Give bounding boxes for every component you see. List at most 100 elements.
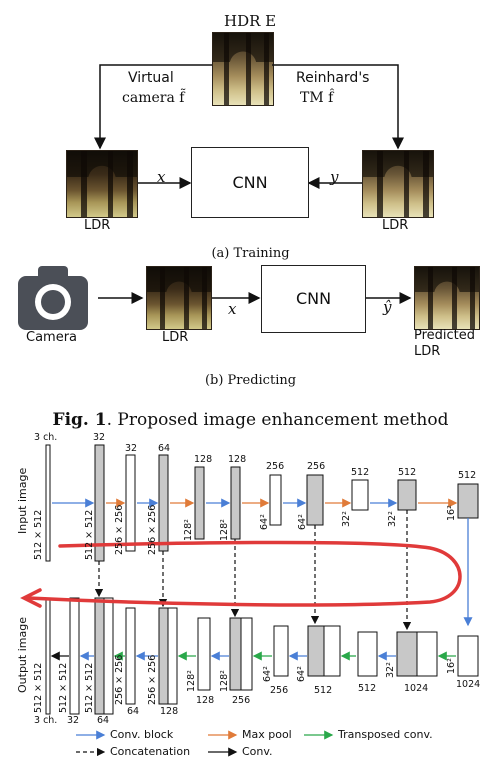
dec-block-8b xyxy=(323,625,341,677)
enc-top-label: 32 xyxy=(125,443,138,454)
enc-block-10 xyxy=(457,483,479,519)
x-label-predicting: x xyxy=(228,300,237,318)
dec-bottom-label: 128 xyxy=(160,706,179,717)
dec-bottom-label: 3 ch. xyxy=(34,715,58,726)
enc-side-label: 64² xyxy=(297,514,308,530)
predicted-ldr-image xyxy=(414,266,480,330)
red-annotation xyxy=(26,540,462,607)
ldr-label-predicting: LDR xyxy=(162,330,189,345)
camera-icon xyxy=(18,266,88,330)
figure-number: Fig. 1 xyxy=(52,410,107,430)
figure-title-text: . Proposed image enhancement method xyxy=(106,410,449,430)
enc-top-label: 256 xyxy=(307,461,326,472)
legend-transposed-conv: Transposed conv. xyxy=(338,728,433,741)
dec-bottom-label: 1024 xyxy=(404,683,429,694)
virtual-camera-label: Virtual camera f̃ xyxy=(122,70,185,106)
dec-block-7 xyxy=(273,625,289,677)
dec-side-label: 64² xyxy=(262,666,273,682)
dec-side-label: 256 × 256 xyxy=(114,654,125,705)
enc-top-label: 512 xyxy=(351,467,370,478)
red-annotation-arrowhead xyxy=(20,588,42,608)
dec-side-label: 128² xyxy=(219,670,230,692)
enc-top-label: 128 xyxy=(228,454,247,465)
dec-bottom-label: 32 xyxy=(67,715,80,726)
output-image-label: Output image xyxy=(16,617,29,693)
ldr-right-label: LDR xyxy=(382,218,409,233)
dec-bottom-label: 512 xyxy=(358,683,377,694)
legend-max-pool: Max pool xyxy=(242,728,292,741)
dec-side-label: 64² xyxy=(296,666,307,682)
legend-conv: Conv. xyxy=(242,745,273,758)
enc-side-label: 64² xyxy=(259,514,270,530)
enc-block-7 xyxy=(306,474,324,526)
enc-side-label: 256 × 256 xyxy=(147,504,158,555)
enc-side-label: 16² xyxy=(446,505,457,521)
enc-top-label: 3 ch. xyxy=(34,432,58,443)
camera-label: Camera xyxy=(26,330,78,345)
enc-side-label: 32² xyxy=(387,511,398,527)
dec-block-2b xyxy=(103,597,114,715)
caption-training: (a) Training xyxy=(211,246,290,261)
enc-side-label: 512 × 512 xyxy=(33,509,44,560)
enc-side-label: 128² xyxy=(183,519,194,541)
dec-side-label: 512 × 512 xyxy=(58,662,69,713)
x-label-training: x xyxy=(157,168,166,186)
enc-block-8 xyxy=(351,479,369,511)
dec-side-label: 512 × 512 xyxy=(84,662,95,713)
dec-block-6b xyxy=(240,617,253,691)
training-arrows xyxy=(94,64,404,189)
figure-title: Fig. 1. Proposed image enhancement metho… xyxy=(0,410,501,430)
dec-block-11 xyxy=(457,635,479,677)
enc-input-block xyxy=(45,444,51,562)
dec-side-label: 16² xyxy=(446,658,457,674)
dec-block-4b xyxy=(167,607,178,705)
enc-block-2 xyxy=(125,454,136,552)
enc-block-9 xyxy=(397,479,417,511)
dec-block-8a xyxy=(307,625,325,677)
enc-block-3 xyxy=(158,454,169,552)
caption-predicting: (b) Predicting xyxy=(204,373,297,388)
dec-block-4a xyxy=(158,607,169,705)
enc-side-label: 256 × 256 xyxy=(114,504,125,555)
cnn-label-predicting: CNN xyxy=(295,289,332,308)
dec-block-2a xyxy=(94,597,105,715)
dec-block-9 xyxy=(357,631,378,677)
enc-block-5 xyxy=(230,466,241,540)
ldr-image-predicting xyxy=(146,266,212,330)
legend-conv-block: Conv. block xyxy=(110,728,174,741)
dec-bottom-label: 128 xyxy=(196,695,215,706)
dec-output-block xyxy=(45,597,51,715)
ldr-image-right xyxy=(362,150,434,218)
dec-block-3 xyxy=(125,607,136,705)
dec-block-10a xyxy=(396,631,418,677)
dec-block-1 xyxy=(69,597,80,715)
reinhard-label: Reinhard's TM f̂ xyxy=(296,70,370,106)
ldr-left-label: LDR xyxy=(84,218,111,233)
enc-top-label: 128 xyxy=(194,454,213,465)
enc-block-4 xyxy=(194,466,205,540)
enc-top-label: 512 xyxy=(458,470,477,481)
enc-block-6 xyxy=(269,474,282,526)
dec-block-6a xyxy=(229,617,242,691)
legend-concatenation: Concatenation xyxy=(110,745,191,758)
dec-side-label: 256 × 256 xyxy=(147,654,158,705)
dec-block-5 xyxy=(197,617,211,691)
unet-diagram xyxy=(20,444,479,757)
dec-bottom-label: 64 xyxy=(127,706,140,717)
dec-bottom-label: 256 xyxy=(270,685,289,696)
dec-bottom-label: 64 xyxy=(97,715,110,726)
enc-top-label: 32 xyxy=(93,432,106,443)
y-label-training: y xyxy=(330,168,339,186)
dec-block-10b xyxy=(416,631,438,677)
cnn-label: CNN xyxy=(232,173,268,192)
dec-bottom-label: 256 xyxy=(232,695,251,706)
enc-top-label: 512 xyxy=(398,467,417,478)
cnn-box-predicting: CNN xyxy=(261,265,366,333)
enc-side-label: 32² xyxy=(341,511,352,527)
enc-top-label: 256 xyxy=(266,461,285,472)
hdr-image xyxy=(212,32,274,106)
input-image-label: Input image xyxy=(16,467,29,534)
hdr-label: HDR E xyxy=(224,12,277,30)
cnn-box-training: CNN xyxy=(191,147,309,218)
enc-top-label: 64 xyxy=(158,443,171,454)
